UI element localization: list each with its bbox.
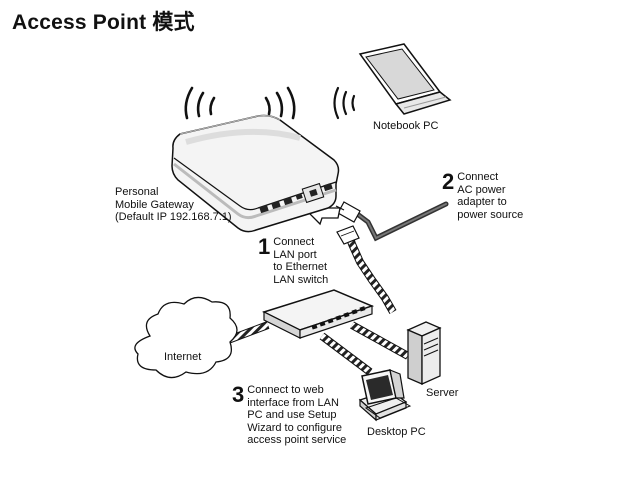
step-number: 2 [442,169,455,194]
server-label: Server [426,387,459,399]
wireless-signal-right-icon [264,86,296,120]
notebook-wireless-icon [333,86,356,120]
gateway-device-icon [171,114,340,233]
step-3: 3 Connect to web interface from LAN PC a… [232,384,346,447]
step-text: Connect LAN port to Ethernet LAN switch [273,236,329,286]
ethernet-plug-icon [336,225,360,245]
ethernet-switch-icon [262,289,375,339]
power-cable [335,201,449,242]
desktop-pc-label: Desktop PC [367,426,426,438]
step-2: 2 Connect AC power adapter to power sour… [442,171,523,221]
gateway-label: Personal Mobile Gateway (Default IP 192.… [115,186,232,223]
step-1: 1 Connect LAN port to Ethernet LAN switc… [258,236,328,286]
page-title: Access Point 模式 [12,11,195,34]
notebook-pc-icon [358,43,452,115]
step-text: Connect AC power adapter to power source [457,171,524,221]
notebook-pc-label: Notebook PC [373,120,439,132]
step-number: 1 [258,234,271,259]
desktop-pc-icon [358,369,412,422]
wireless-signal-left-icon [184,86,216,120]
step-number: 3 [232,382,245,407]
internet-label: Internet [164,351,202,363]
server-icon [406,321,442,386]
internet-cloud-icon [134,296,238,379]
step-text: Connect to web interface from LAN PC and… [247,384,347,446]
